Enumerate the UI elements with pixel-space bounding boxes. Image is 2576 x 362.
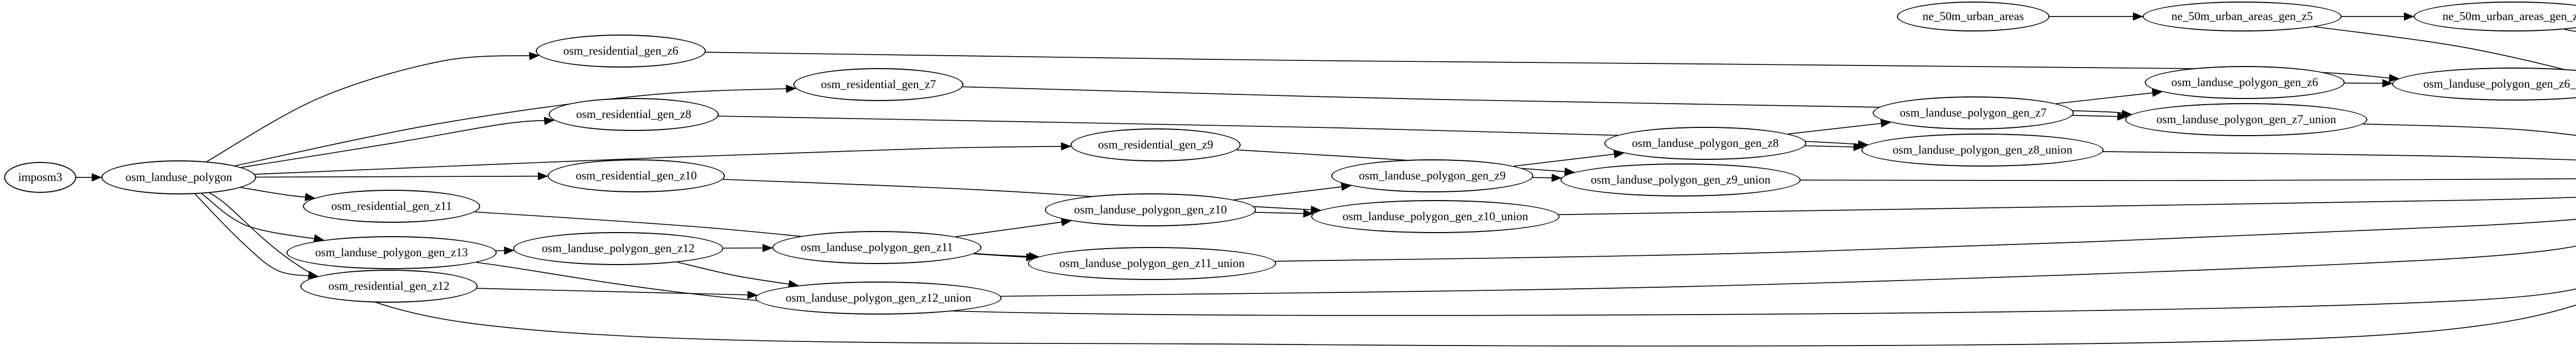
node-label: osm_landuse_polygon_gen_z12_union bbox=[785, 291, 972, 304]
node-label: osm_residential_gen_z11 bbox=[331, 200, 452, 212]
node-osm_landuse_polygon_gen_z9: osm_landuse_polygon_gen_z9 bbox=[1331, 159, 1533, 192]
node-osm_residential_gen_z10: osm_residential_gen_z10 bbox=[548, 159, 725, 192]
node-osm_landuse_polygon_gen_z12: osm_landuse_polygon_gen_z12 bbox=[513, 232, 723, 265]
node-label: osm_residential_gen_z8 bbox=[576, 108, 691, 121]
edge-osm_landuse_polygon-to-osm_residential_gen_z10 bbox=[256, 172, 549, 180]
node-label: osm_landuse_polygon_gen_z6_union bbox=[2423, 77, 2576, 90]
node-label: ne_50m_urban_areas_gen_z4 bbox=[2442, 10, 2576, 23]
node-label: osm_landuse_polygon_gen_z7 bbox=[1900, 106, 2047, 119]
edge-osm_landuse_polygon_gen_z10-to-osm_landuse_polygon_gen_z10_union bbox=[1255, 209, 1314, 218]
edge-osm_landuse_polygon-to-osm_residential_gen_z9 bbox=[255, 142, 1072, 175]
edge-osm_landuse_polygon_gen_z9_union-to-layer_landuse-z9 bbox=[1800, 178, 2576, 182]
edge-osm_landuse_polygon-to-osm_landuse_polygon_gen_z13 bbox=[201, 193, 325, 242]
edge-osm_landuse_polygon_gen_z8_union-to-layer_landuse-z8 bbox=[2103, 151, 2576, 160]
node-label: osm_landuse_polygon_gen_z11 bbox=[801, 241, 953, 254]
node-osm_landuse_polygon_gen_z6: osm_landuse_polygon_gen_z6 bbox=[2145, 66, 2345, 99]
node-osm_landuse_polygon_gen_z8_union: osm_landuse_polygon_gen_z8_union bbox=[1861, 134, 2104, 167]
node-osm_residential_gen_z7: osm_residential_gen_z7 bbox=[793, 68, 963, 101]
node-osm_residential_gen_z6: osm_residential_gen_z6 bbox=[536, 35, 706, 68]
node-label: osm_landuse_polygon_gen_z9_union bbox=[1590, 173, 1771, 186]
edge-osm_landuse_polygon_gen_z8-to-osm_landuse_polygon_gen_z7 bbox=[1788, 119, 1891, 135]
edge-osm_landuse_polygon_gen_z11_union-to-layer_landuse-z11 bbox=[1275, 219, 2576, 262]
node-osm_landuse_polygon_gen_z11_union: osm_landuse_polygon_gen_z11_union bbox=[1028, 247, 1276, 280]
node-label: osm_landuse_polygon_gen_z9 bbox=[1359, 169, 1506, 182]
node-osm_residential_gen_z8: osm_residential_gen_z8 bbox=[549, 98, 719, 131]
edge-osm_residential_gen_z10-to-osm_landuse_polygon_gen_z10_union bbox=[723, 178, 1321, 214]
node-label: osm_landuse_polygon_gen_z8 bbox=[1632, 137, 1779, 150]
edge-osm_residential_gen_z12-to-osm_landuse_polygon_gen_z12_union bbox=[477, 288, 758, 299]
node-label: imposm3 bbox=[18, 171, 62, 184]
node-osm_landuse_polygon_gen_z9_union: osm_landuse_polygon_gen_z9_union bbox=[1561, 163, 1801, 196]
node-ne_50m_urban_areas_gen_z4: ne_50m_urban_areas_gen_z4 bbox=[2414, 2, 2576, 31]
edge-osm_landuse_polygon_gen_z11-to-osm_landuse_polygon_gen_z10 bbox=[955, 218, 1072, 237]
node-ne_50m_urban_areas_gen_z5: ne_50m_urban_areas_gen_z5 bbox=[2143, 2, 2342, 31]
node-osm_landuse_polygon_gen_z10_union: osm_landuse_polygon_gen_z10_union bbox=[1311, 200, 1560, 233]
node-osm_landuse_polygon: osm_landuse_polygon bbox=[101, 160, 256, 194]
node-label: osm_landuse_polygon_gen_z13 bbox=[315, 246, 468, 259]
edge-osm_landuse_polygon-to-osm_residential_gen_z7 bbox=[235, 85, 796, 167]
edge-osm_residential_gen_z6-to-osm_landuse_polygon_gen_z6_union bbox=[705, 52, 2400, 83]
node-label: osm_landuse_polygon_gen_z8_union bbox=[1892, 143, 2073, 156]
node-label: osm_landuse_polygon_gen_z12 bbox=[541, 242, 695, 255]
edge-osm_landuse_polygon_gen_z10-to-osm_landuse_polygon_gen_z9 bbox=[1234, 183, 1352, 201]
node-osm_residential_gen_z9: osm_residential_gen_z9 bbox=[1071, 128, 1241, 161]
edge-osm_landuse_polygon_gen_z11-to-osm_landuse_polygon_gen_z11_union bbox=[973, 253, 1037, 261]
node-label: osm_landuse_polygon_gen_z10_union bbox=[1342, 210, 1529, 223]
node-label: ne_50m_urban_areas_gen_z5 bbox=[2171, 10, 2313, 23]
edge-osm_landuse_polygon_gen_z12-to-osm_landuse_polygon_gen_z12_union bbox=[677, 261, 799, 288]
edge-osm_landuse_polygon_gen_z7-to-osm_landuse_polygon_gen_z7_union bbox=[2072, 112, 2128, 121]
edge-osm_landuse_polygon_gen_z8-to-osm_landuse_polygon_gen_z8_union bbox=[1805, 142, 1864, 151]
edge-osm_landuse_polygon_gen_z9-to-osm_landuse_polygon_gen_z9_union bbox=[1532, 173, 1562, 182]
edge-osm_landuse_polygon_gen_z7-to-osm_landuse_polygon_gen_z6 bbox=[2056, 89, 2163, 104]
edge-osm_landuse_polygon-to-layer_landuse-z14+ bbox=[209, 192, 2576, 347]
node-label: osm_landuse_polygon_gen_z6 bbox=[2171, 76, 2318, 89]
node-label: osm_residential_gen_z12 bbox=[328, 279, 450, 292]
edge-ne_50m_urban_areas_gen_z5-to-layer_landuse-z5 bbox=[2314, 26, 2576, 73]
node-osm_residential_gen_z12: osm_residential_gen_z12 bbox=[300, 270, 478, 303]
node-label: osm_residential_gen_z7 bbox=[821, 78, 936, 91]
node-osm_landuse_polygon_gen_z6_union: osm_landuse_polygon_gen_z6_union bbox=[2392, 68, 2576, 101]
node-label: osm_landuse_polygon bbox=[125, 171, 232, 184]
edge-osm_landuse_polygon-to-osm_residential_gen_z11 bbox=[241, 187, 316, 201]
node-osm_landuse_polygon_gen_z12_union: osm_landuse_polygon_gen_z12_union bbox=[755, 282, 1002, 315]
edge-osm_landuse_polygon_gen_z9-to-osm_landuse_polygon_gen_z8 bbox=[1514, 150, 1624, 167]
node-label: osm_residential_gen_z10 bbox=[575, 169, 697, 182]
node-label: ne_50m_urban_areas bbox=[1922, 10, 2024, 23]
node-label: osm_landuse_polygon_gen_z7_union bbox=[2156, 113, 2336, 126]
edge-osm_landuse_polygon-to-osm_residential_gen_z12 bbox=[194, 193, 319, 279]
edge-osm_landuse_polygon_gen_z6-to-osm_landuse_polygon_gen_z6_union bbox=[2344, 79, 2393, 88]
node-label: osm_landuse_polygon_gen_z10 bbox=[1074, 203, 1227, 216]
edge-osm_landuse_polygon-to-osm_residential_gen_z6 bbox=[207, 52, 540, 162]
edge-osm_landuse_polygon_gen_z7_union-to-layer_landuse-z7 bbox=[2363, 123, 2576, 136]
node-label: osm_landuse_polygon_gen_z11_union bbox=[1059, 257, 1245, 270]
node-osm_landuse_polygon_gen_z7_union: osm_landuse_polygon_gen_z7_union bbox=[2125, 103, 2367, 136]
edge-osm_landuse_polygon_gen_z10_union-to-layer_landuse-z10 bbox=[1558, 196, 2576, 216]
edge-osm_residential_gen_z7-to-osm_landuse_polygon_gen_z7_union bbox=[962, 86, 2132, 118]
node-osm_landuse_polygon_gen_z7: osm_landuse_polygon_gen_z7 bbox=[1873, 96, 2074, 129]
node-osm_landuse_polygon_gen_z8: osm_landuse_polygon_gen_z8 bbox=[1604, 127, 1806, 160]
node-osm_landuse_polygon_gen_z13: osm_landuse_polygon_gen_z13 bbox=[286, 236, 497, 269]
node-label: osm_residential_gen_z9 bbox=[1098, 138, 1213, 151]
edge-osm_landuse_polygon-to-osm_residential_gen_z8 bbox=[241, 117, 555, 168]
node-ne_50m_urban_areas: ne_50m_urban_areas bbox=[1897, 2, 2049, 31]
node-imposm3: imposm3 bbox=[4, 162, 76, 193]
node-label: osm_residential_gen_z6 bbox=[563, 44, 679, 57]
edge-osm_landuse_polygon_gen_z12_union-to-layer_landuse-z12 bbox=[1001, 245, 2576, 297]
node-osm_residential_gen_z11: osm_residential_gen_z11 bbox=[303, 190, 480, 223]
node-osm_landuse_polygon_gen_z10: osm_landuse_polygon_gen_z10 bbox=[1045, 193, 1256, 226]
node-osm_landuse_polygon_gen_z11: osm_landuse_polygon_gen_z11 bbox=[772, 231, 981, 264]
